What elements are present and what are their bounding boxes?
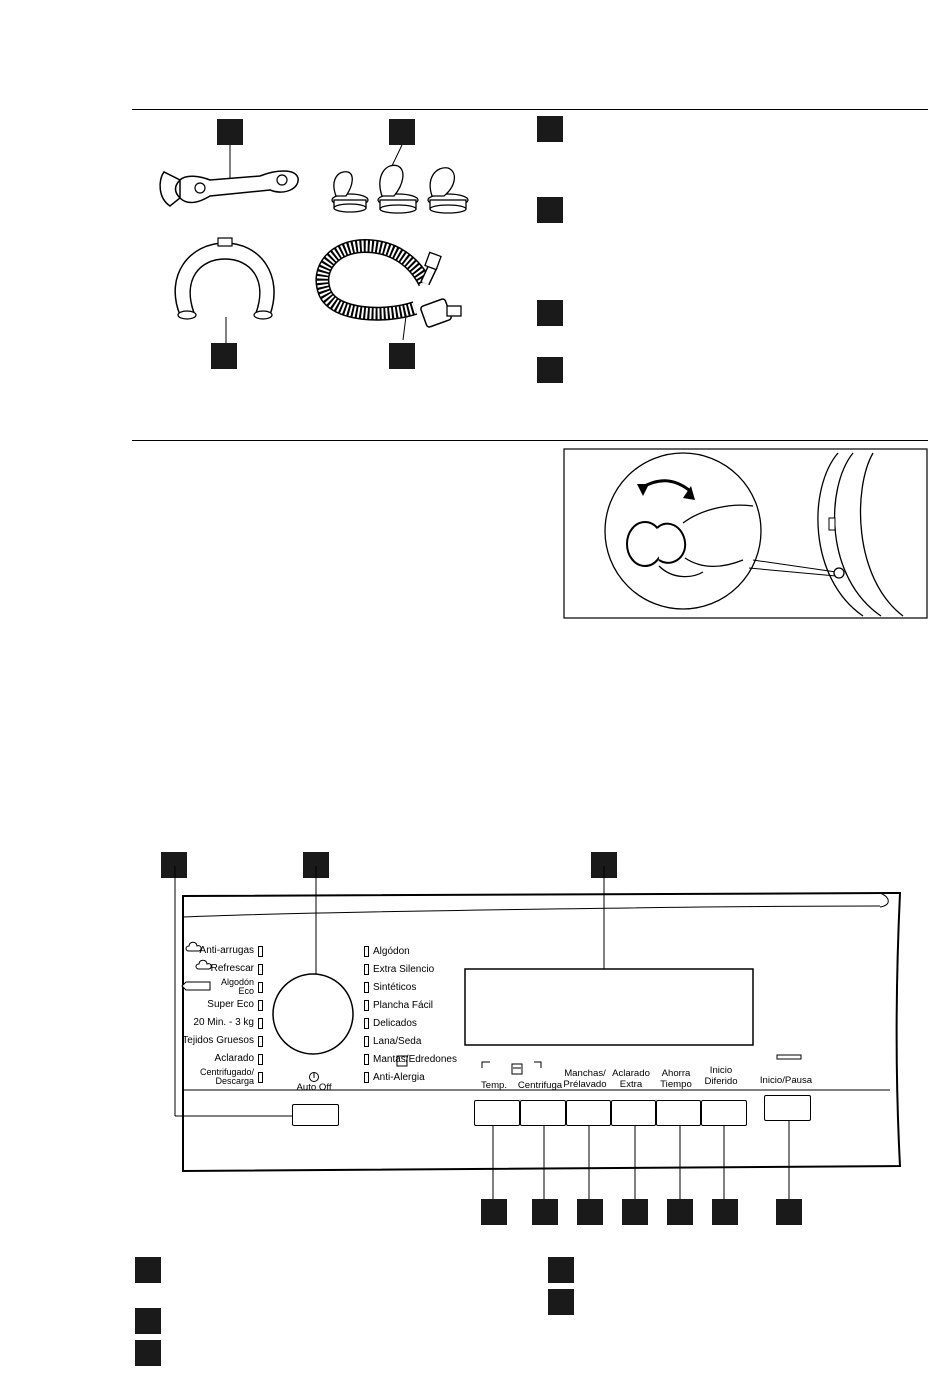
program-label-extra-silencio: Extra Silencio <box>373 964 435 975</box>
manchas-label: Manchas/ Prélavado <box>563 1068 607 1090</box>
program-label-mantas: Mantas/Edredones <box>373 1054 457 1065</box>
marker-1 <box>537 116 563 142</box>
hose-guide-icon <box>174 237 275 343</box>
child-lock-icon <box>563 448 928 619</box>
marker-temp <box>481 1199 507 1225</box>
led-left-6 <box>258 1036 263 1047</box>
inicio-pausa-button[interactable] <box>764 1095 811 1121</box>
program-label-algodon-eco: Algodón Eco <box>220 977 254 997</box>
legend-marker-1 <box>135 1257 161 1283</box>
program-label-tejidos-gruesos: Tejidos Gruesos <box>182 1035 254 1046</box>
marker-hose <box>389 343 415 369</box>
marker-centrifuga <box>532 1199 558 1225</box>
program-label-algodon: Algódon <box>373 946 410 957</box>
led-right-4 <box>364 1000 369 1011</box>
aclarado-extra-label: Aclarado Extra <box>612 1068 650 1090</box>
program-label-20min: 20 Min. - 3 kg <box>193 1017 254 1028</box>
centrifuga-button[interactable] <box>520 1100 566 1126</box>
led-right-1 <box>364 946 369 957</box>
marker-manchas <box>577 1199 603 1225</box>
inicio-diferido-label: Inicio Diferido <box>704 1065 738 1087</box>
marker-ahorra-tiempo <box>667 1199 693 1225</box>
marker-aclarado-extra <box>622 1199 648 1225</box>
marker-inicio-diferido <box>712 1199 738 1225</box>
led-right-8 <box>364 1072 369 1083</box>
aclarado-extra-button[interactable] <box>611 1100 656 1126</box>
program-label-anti-arrugas: Anti-arrugas <box>199 945 254 956</box>
led-left-3 <box>258 982 263 993</box>
legend-marker-3 <box>135 1340 161 1366</box>
program-selector-knob[interactable] <box>273 974 353 1054</box>
ahorra-tiempo-button[interactable] <box>656 1100 701 1126</box>
led-left-8 <box>258 1072 263 1083</box>
program-label-delicados: Delicados <box>373 1018 417 1029</box>
marker-wrench <box>217 119 243 145</box>
led-left-7 <box>258 1054 263 1065</box>
marker-caps <box>389 119 415 145</box>
program-label-refrescar: Refrescar <box>210 963 254 974</box>
legend-marker-4 <box>548 1257 574 1283</box>
marker-2 <box>537 197 563 223</box>
centrifuga-label: Centrifuga <box>517 1080 563 1091</box>
led-right-3 <box>364 982 369 993</box>
manchas-button[interactable] <box>566 1100 611 1126</box>
top-divider <box>132 109 928 110</box>
auto-off-label: Auto Off <box>296 1082 332 1093</box>
middle-divider <box>132 440 928 441</box>
plastic-caps-icon <box>331 144 469 214</box>
led-left-4 <box>258 1000 263 1011</box>
program-label-centrifugado: Centrifugado/ Descarga <box>199 1067 254 1087</box>
led-right-5 <box>364 1018 369 1029</box>
legend-marker-2 <box>135 1308 161 1334</box>
program-label-aclarado: Aclarado <box>214 1053 254 1064</box>
drain-hose-icon <box>315 238 462 341</box>
led-right-6 <box>364 1036 369 1047</box>
inicio-diferido-button[interactable] <box>701 1100 747 1126</box>
temp-label: Temp. <box>480 1080 508 1091</box>
wrench-icon <box>159 145 299 207</box>
ahorra-tiempo-label: Ahorra Tiempo <box>660 1068 692 1090</box>
led-right-7 <box>364 1054 369 1065</box>
marker-inicio-pausa <box>776 1199 802 1225</box>
temp-button[interactable] <box>474 1100 520 1126</box>
marker-4 <box>537 357 563 383</box>
program-label-plancha-facil: Plancha Fácil <box>373 1000 434 1011</box>
program-label-lana-seda: Lana/Seda <box>373 1036 422 1047</box>
led-left-2 <box>258 964 263 975</box>
program-label-anti-alergia: Anti-Alergia <box>373 1072 425 1083</box>
auto-off-button[interactable] <box>292 1104 339 1126</box>
marker-hose-guide <box>211 343 237 369</box>
program-label-super-eco: Super Eco <box>207 999 254 1010</box>
program-label-sinteticos: Sintéticos <box>373 982 417 993</box>
led-left-5 <box>258 1018 263 1029</box>
led-left-1 <box>258 946 263 957</box>
legend-marker-5 <box>548 1289 574 1315</box>
marker-3 <box>537 300 563 326</box>
marker-auto-off <box>161 852 187 878</box>
inicio-pausa-label: Inicio/Pausa <box>759 1075 813 1086</box>
led-right-2 <box>364 964 369 975</box>
